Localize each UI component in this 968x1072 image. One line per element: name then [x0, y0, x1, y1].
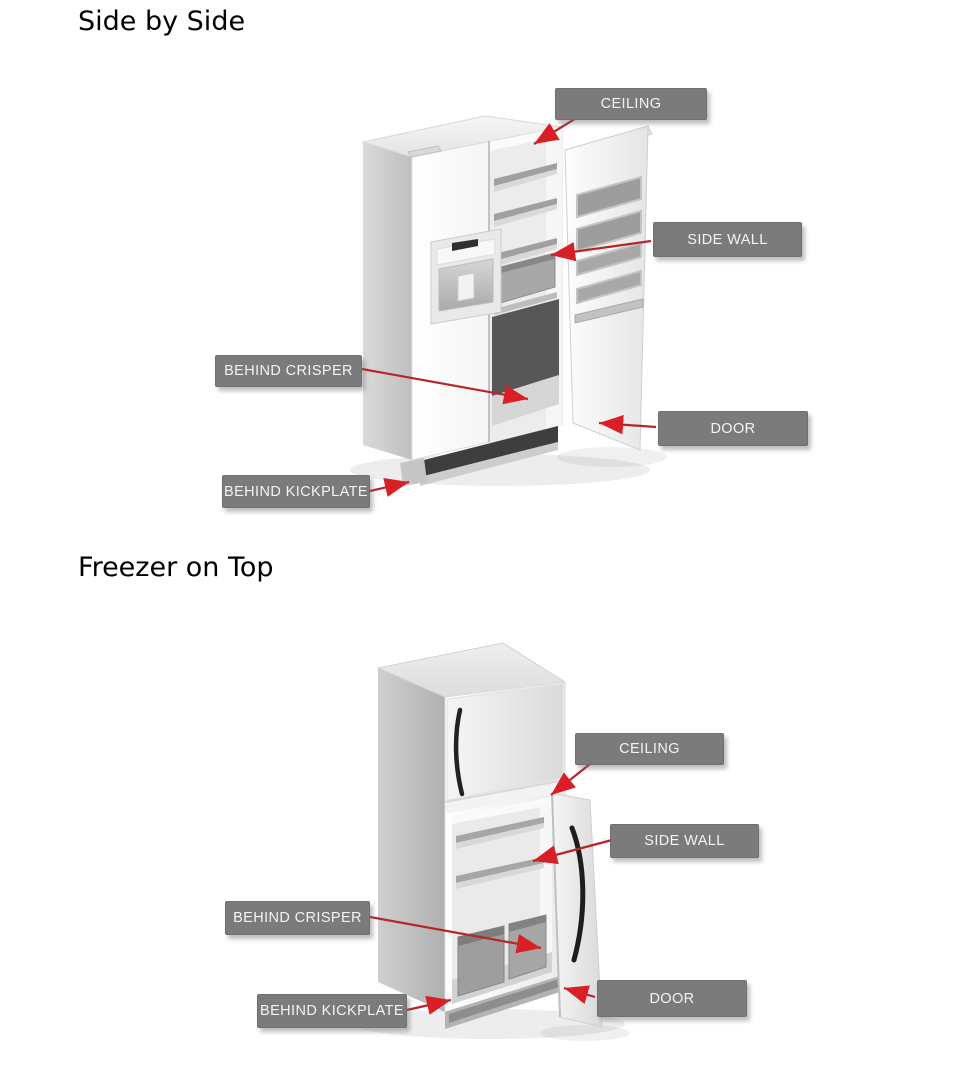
label-behind-crisper: BEHIND CRISPER [225, 901, 370, 935]
top-freezer-fridge-illustration [355, 642, 630, 1041]
label-door: DOOR [597, 980, 747, 1017]
door-bin [576, 175, 642, 219]
door-bin [576, 269, 642, 305]
behind-crisper-area [492, 299, 559, 396]
section-heading-side-by-side: Side by Side [78, 6, 246, 37]
freezer-door-handle [453, 707, 465, 797]
arrow-behind-crisper [369, 915, 542, 954]
label-ceiling: CEILING [575, 733, 724, 765]
door-bin [576, 241, 642, 277]
door-handle [574, 298, 644, 324]
label-behind-crisper: BEHIND CRISPER [215, 355, 362, 387]
callout-arrows [361, 116, 657, 497]
callout-arrows [369, 763, 613, 1015]
water-dispenser [430, 228, 502, 325]
door-top-handle [407, 145, 442, 158]
arrow-behind-crisper [361, 367, 529, 405]
arrow-ceiling [550, 763, 591, 796]
label-side-wall: SIDE WALL [653, 222, 802, 257]
section-heading-freezer-on-top: Freezer on Top [78, 552, 274, 583]
door-handle [569, 825, 586, 963]
arrow-side-wall [532, 838, 613, 865]
freezer-door [444, 683, 566, 814]
label-behind-kickplate: BEHIND KICKPLATE [257, 994, 407, 1028]
arrow-ceiling [533, 116, 579, 145]
diagram-side-by-side: CEILING SIDE WALL BEHIND CRISPER DOOR BE… [0, 55, 968, 547]
arrow-door [598, 415, 657, 435]
label-door: DOOR [658, 411, 808, 446]
crisper-drawer [457, 925, 505, 997]
interior-cavity [452, 797, 552, 1004]
label-side-wall: SIDE WALL [610, 824, 759, 858]
arrow-behind-kickplate [369, 478, 410, 497]
label-behind-kickplate: BEHIND KICKPLATE [222, 475, 370, 508]
ceiling-surface [452, 797, 552, 824]
kickplate [445, 975, 563, 1029]
diagram-freezer-on-top: CEILING SIDE WALL BEHIND CRISPER DOOR BE… [0, 600, 968, 1072]
side-by-side-fridge-illustration [350, 115, 667, 497]
arrow-behind-kickplate [406, 995, 452, 1015]
door-bin [576, 209, 642, 253]
label-ceiling: CEILING [555, 88, 707, 120]
open-door [564, 125, 653, 451]
interior-cavity [488, 127, 562, 444]
arrow-door [563, 985, 596, 1005]
arrow-side-wall [550, 239, 652, 262]
fridge-shadow [355, 1009, 630, 1041]
